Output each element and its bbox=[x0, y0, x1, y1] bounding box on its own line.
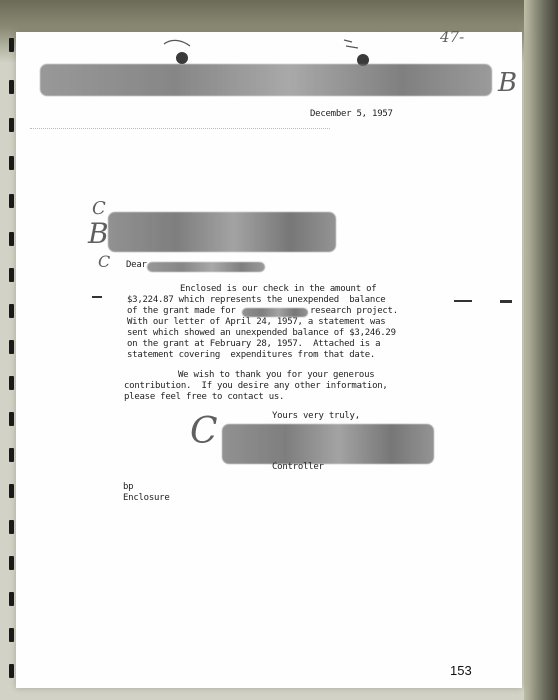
handwritten-mark: C bbox=[190, 411, 218, 452]
body-line: statement covering expenditures from tha… bbox=[127, 350, 376, 360]
typist-initials: bp bbox=[123, 482, 134, 492]
body-line: research project. bbox=[310, 306, 398, 316]
scan-edge-shadow bbox=[524, 0, 558, 700]
body-line: Enclosed is our check in the amount of bbox=[180, 284, 377, 294]
punch-hole bbox=[176, 52, 188, 64]
handwritten-reference: 47- bbox=[440, 28, 465, 46]
binder-mark bbox=[9, 556, 14, 570]
punch-hole bbox=[357, 54, 369, 66]
binder-mark bbox=[9, 412, 14, 426]
signer-title: Controller bbox=[272, 462, 324, 472]
handwritten-mark: C bbox=[92, 198, 106, 219]
redaction-signature bbox=[222, 424, 434, 464]
binder-mark bbox=[9, 156, 14, 170]
redaction-project-name bbox=[242, 308, 308, 317]
redaction-recipient-name bbox=[147, 262, 265, 272]
body-line: $3,224.87 which represents the unexpende… bbox=[127, 295, 386, 305]
binder-mark bbox=[9, 38, 14, 52]
pencil-scribble bbox=[343, 39, 359, 49]
margin-dash bbox=[500, 300, 512, 303]
binder-mark bbox=[9, 520, 14, 534]
handwritten-mark: B bbox=[498, 68, 518, 98]
binder-mark bbox=[9, 484, 14, 498]
body-line: of the grant made for bbox=[127, 306, 236, 316]
faint-rule bbox=[30, 128, 330, 129]
letter-page bbox=[16, 32, 522, 688]
binder-mark bbox=[9, 304, 14, 318]
binder-mark bbox=[9, 448, 14, 462]
redaction-address bbox=[108, 212, 336, 252]
binder-mark bbox=[9, 268, 14, 282]
body-line: on the grant at February 28, 1957. Attac… bbox=[127, 339, 381, 349]
salutation: Dear bbox=[126, 260, 147, 270]
binder-mark bbox=[9, 232, 14, 246]
redaction-letterhead bbox=[40, 64, 492, 96]
binder-mark bbox=[9, 664, 14, 678]
body-line: We wish to thank you for your generous bbox=[178, 370, 375, 380]
handwritten-mark: C bbox=[98, 252, 111, 271]
binder-mark bbox=[9, 628, 14, 642]
body-line: With our letter of April 24, 1957, a sta… bbox=[127, 317, 386, 327]
binder-mark bbox=[9, 80, 14, 94]
enclosure-note: Enclosure bbox=[123, 493, 170, 503]
body-line: please feel free to contact us. bbox=[124, 392, 285, 402]
binder-mark bbox=[9, 340, 14, 354]
page-number: 153 bbox=[450, 663, 472, 678]
margin-dash bbox=[454, 300, 472, 302]
binder-mark bbox=[9, 194, 14, 208]
closing: Yours very truly, bbox=[272, 411, 360, 421]
body-line: contribution. If you desire any other in… bbox=[124, 381, 388, 391]
pencil-scribble bbox=[163, 39, 191, 47]
body-line: sent which showed an unexpended balance … bbox=[127, 328, 396, 338]
binder-mark bbox=[9, 118, 14, 132]
binder-mark bbox=[9, 376, 14, 390]
letter-date: December 5, 1957 bbox=[310, 109, 393, 119]
margin-dash bbox=[92, 296, 102, 298]
binder-mark bbox=[9, 592, 14, 606]
handwritten-mark: B bbox=[88, 217, 109, 250]
